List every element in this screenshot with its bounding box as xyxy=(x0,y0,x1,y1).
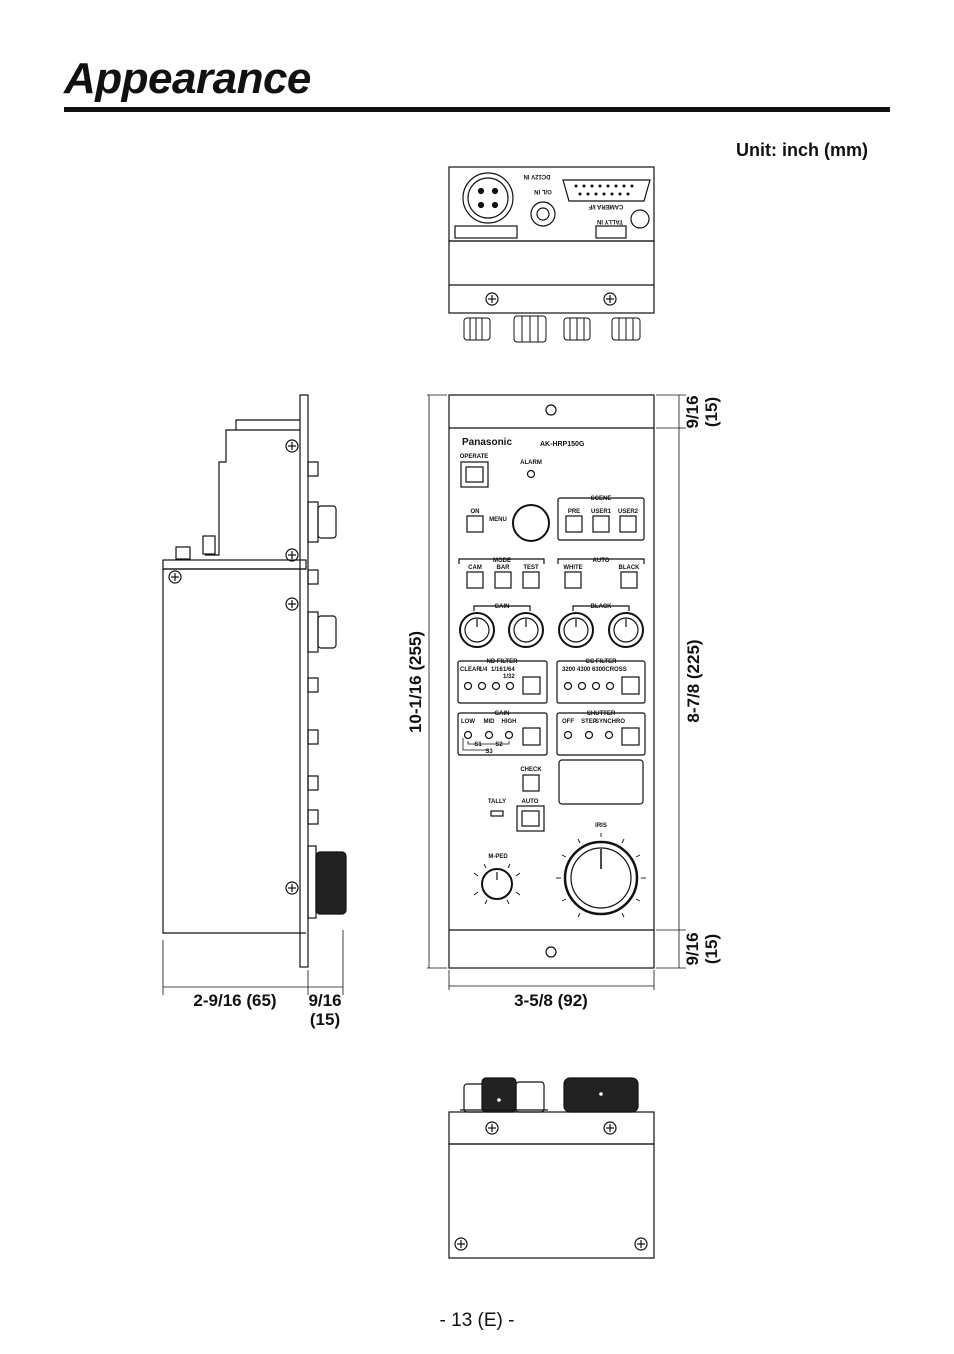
width-dimension: 3-5/8 (92) xyxy=(514,991,588,1010)
black-knob-label: BLACK xyxy=(591,604,613,610)
scene-user2-label: USER2 xyxy=(618,509,639,515)
on-button[interactable] xyxy=(466,515,484,533)
auto-black-button[interactable] xyxy=(620,571,638,589)
shutter-label: SHUTTER xyxy=(587,711,616,717)
screw-icon xyxy=(168,439,299,895)
brand-label: Panasonic xyxy=(462,437,512,448)
black-knob-left[interactable] xyxy=(558,612,594,648)
gain-knob-right[interactable] xyxy=(508,612,544,648)
scene-label: SCENE xyxy=(591,496,612,502)
gain-mid-label: MID xyxy=(484,719,496,725)
depth-dimension: 2-9/16 (65) xyxy=(193,991,276,1010)
cc-filter-label: CC FILTER xyxy=(586,659,618,665)
shutter-button[interactable] xyxy=(621,727,640,746)
status-display xyxy=(558,759,644,805)
scene-user1-button[interactable] xyxy=(592,515,610,533)
m-ped-knob[interactable] xyxy=(481,868,513,900)
gain-s1-label: S1 xyxy=(474,742,482,748)
tally-in-label: TALLY IN xyxy=(597,218,623,224)
nd-sixteenth-label: 1/16 xyxy=(491,667,503,673)
gain-s3-label: S3 xyxy=(485,749,493,755)
black-knob-right[interactable] xyxy=(608,612,644,648)
alarm-led xyxy=(526,469,536,479)
scene-user1-label: USER1 xyxy=(591,509,612,515)
auto-white-label: WHITE xyxy=(563,565,582,571)
bottom-margin-mm: (15) xyxy=(702,934,721,964)
top-margin-mm: (15) xyxy=(702,397,721,427)
mode-bar-label: BAR xyxy=(497,565,511,571)
mode-cam-button[interactable] xyxy=(466,571,484,589)
cc-filter-button[interactable] xyxy=(621,676,640,695)
top-view: DC12V IN G/L IN CAMERA I/F TALLY IN xyxy=(448,166,655,343)
menu-label: MENU xyxy=(489,517,507,523)
gl-in-label: G/L IN xyxy=(534,188,552,194)
mode-test-button[interactable] xyxy=(522,571,540,589)
tally-label: TALLY xyxy=(488,799,506,805)
gain-s2-label: S2 xyxy=(495,742,503,748)
operate-button[interactable] xyxy=(460,461,489,488)
alarm-label: ALARM xyxy=(520,460,542,466)
bottom-view xyxy=(448,1077,655,1259)
gain-switch-label: GAIN xyxy=(495,711,510,717)
operate-label: OPERATE xyxy=(460,454,489,460)
gain-knob-label: GAIN xyxy=(495,604,510,610)
model-label: AK-HRP150G xyxy=(540,441,585,448)
mode-cam-label: CAM xyxy=(468,565,482,571)
knob-depth-dimension: 9/16 xyxy=(308,991,341,1010)
gain-knob-left[interactable] xyxy=(459,612,495,648)
scene-user2-button[interactable] xyxy=(619,515,637,533)
tally-lamp xyxy=(490,810,504,817)
shutter-synchro-label: SYNCHRO xyxy=(595,719,625,725)
auto-iris-button[interactable] xyxy=(516,805,545,832)
nd-clear-label: CLEAR xyxy=(460,667,481,673)
title-rule xyxy=(64,107,890,112)
page-number: - 13 (E) - xyxy=(439,1310,515,1331)
mode-test-label: TEST xyxy=(523,565,539,571)
menu-dial[interactable] xyxy=(512,504,550,542)
scene-pre-label: PRE xyxy=(568,509,580,515)
m-ped-label: M-PED xyxy=(488,854,508,860)
auto-label: AUTO xyxy=(593,558,610,564)
on-label: ON xyxy=(471,509,480,515)
check-button[interactable] xyxy=(522,774,540,792)
side-view: 2-9/16 (65) 9/16 (15) xyxy=(162,394,347,1029)
auto-white-button[interactable] xyxy=(564,571,582,589)
front-panel: Panasonic AK-HRP150G OPERATE ALARM ON ME… xyxy=(406,394,721,1010)
gain-low-label: LOW xyxy=(461,719,475,725)
nd-32-label: 1/32 xyxy=(503,674,515,680)
unit-label: Unit: inch (mm) xyxy=(736,140,868,160)
nd-filter-label: ND FILTER xyxy=(487,659,519,665)
screw-icon xyxy=(454,1121,648,1251)
shutter-off-label: OFF xyxy=(562,719,574,725)
iris-label: IRIS xyxy=(595,823,607,829)
nd-quarter-label: 1/4 xyxy=(479,667,488,673)
top-margin-dimension: 9/16 xyxy=(683,395,702,428)
gain-switch-button[interactable] xyxy=(522,727,541,746)
cc-filter-options: 3200 4300 6300CROSS xyxy=(562,667,627,673)
dc12v-in-label: DC12V IN xyxy=(523,173,550,179)
page-title: Appearance xyxy=(64,54,311,103)
camera-if-label: CAMERA I/F xyxy=(588,203,623,209)
mode-bar-button[interactable] xyxy=(494,571,512,589)
auto-iris-label: AUTO xyxy=(522,799,539,805)
knob-depth-mm: (15) xyxy=(310,1010,340,1029)
scene-pre-button[interactable] xyxy=(565,515,583,533)
screw-icon xyxy=(485,292,617,306)
height-dimension: 10-1/16 (255) xyxy=(406,631,425,733)
nd-64-label: 1/64 xyxy=(503,667,515,673)
inner-height-dimension: 8-7/8 (225) xyxy=(684,639,703,722)
mode-label: MODE xyxy=(493,558,511,564)
shutter-step-label: STEP xyxy=(581,719,597,725)
nd-filter-button[interactable] xyxy=(522,676,541,695)
bottom-margin-dimension: 9/16 xyxy=(683,932,702,965)
check-label: CHECK xyxy=(520,767,542,773)
auto-black-label: BLACK xyxy=(619,565,641,571)
iris-knob[interactable] xyxy=(563,840,639,916)
gain-high-label: HIGH xyxy=(502,719,517,725)
